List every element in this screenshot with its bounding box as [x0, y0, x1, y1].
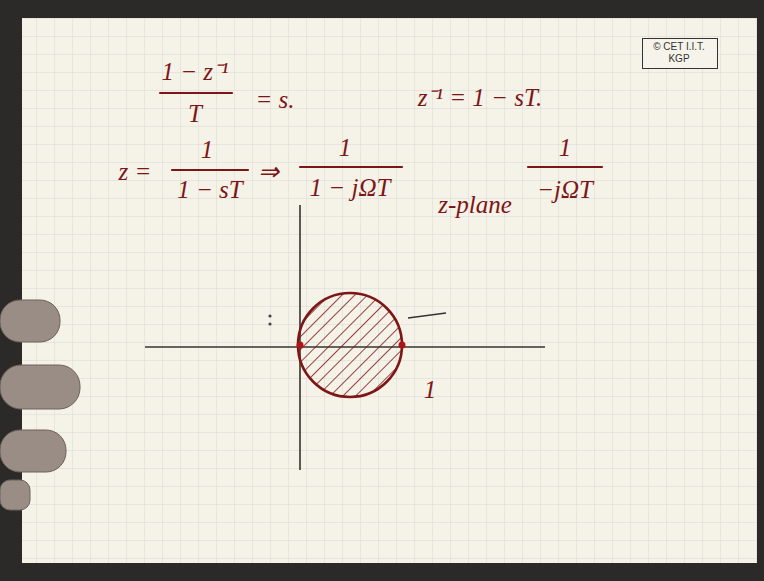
- denominator: 1 − jΩT: [310, 174, 391, 202]
- denominator: −jΩT: [537, 176, 593, 204]
- numerator: 1: [339, 134, 352, 162]
- tick-dots: [268, 314, 271, 325]
- equation: z⁻¹ = 1 − sT.: [418, 84, 543, 112]
- numerator: 1: [559, 134, 572, 162]
- numerator: 1: [201, 136, 214, 164]
- equation-part: z =: [119, 158, 152, 186]
- hand: [0, 300, 80, 510]
- mapped-circle: [298, 293, 402, 397]
- logo-box: © CET I.I.T. KGP: [642, 38, 718, 69]
- axis-value: 1: [424, 376, 437, 404]
- logo-text: © CET I.I.T. KGP: [648, 41, 710, 64]
- paper: [22, 18, 757, 563]
- point-marker: [399, 342, 406, 349]
- implies-symbol: ⇒: [258, 158, 279, 186]
- denominator: T: [188, 100, 202, 128]
- grid: [22, 18, 757, 563]
- point-marker: [297, 342, 304, 349]
- plane-label: z-plane: [438, 191, 512, 219]
- axes: [145, 205, 545, 470]
- hatched-region: [290, 285, 415, 410]
- equation-part: = s.: [255, 86, 294, 114]
- denominator: 1 − sT: [177, 176, 243, 204]
- numerator: 1 − z⁻¹: [161, 58, 228, 86]
- leader-line: [408, 313, 446, 318]
